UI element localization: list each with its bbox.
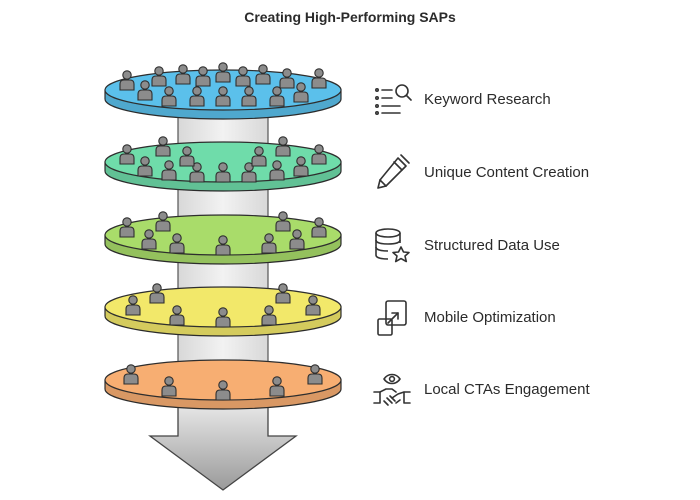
person-icon	[179, 146, 195, 167]
label-structured-data-use: Structured Data Use	[424, 237, 560, 254]
person-icon	[195, 66, 211, 87]
person-icon	[137, 80, 153, 101]
label-local-ctas-engagement: Local CTAs Engagement	[424, 381, 590, 398]
person-icon	[119, 144, 135, 165]
person-icon	[123, 364, 139, 385]
person-icon	[305, 295, 321, 316]
person-icon	[275, 211, 291, 232]
person-icon	[275, 283, 291, 304]
person-icon	[161, 376, 177, 397]
person-icon	[293, 156, 309, 177]
person-icon	[119, 70, 135, 91]
label-mobile-optimization: Mobile Optimization	[424, 309, 556, 326]
person-icon	[169, 233, 185, 254]
label-keyword-research: Keyword Research	[424, 91, 551, 108]
person-icon	[215, 380, 231, 401]
person-icon	[215, 162, 231, 183]
person-icon	[261, 233, 277, 254]
person-icon	[155, 136, 171, 157]
person-icon	[293, 82, 309, 103]
person-icon	[235, 66, 251, 87]
person-icon	[311, 68, 327, 89]
eye-handshake-icon	[373, 373, 411, 406]
down-arrow	[148, 397, 298, 491]
person-icon	[189, 86, 205, 107]
person-icon	[269, 160, 285, 181]
person-icon	[307, 364, 323, 385]
person-icon	[119, 217, 135, 238]
person-icon	[241, 162, 257, 183]
person-icon	[137, 156, 153, 177]
person-icon	[151, 66, 167, 87]
person-icon	[215, 62, 231, 83]
person-icon	[155, 211, 171, 232]
person-icon	[161, 160, 177, 181]
person-icon	[255, 64, 271, 85]
person-icon	[269, 376, 285, 397]
pen-icon	[377, 154, 410, 189]
person-icon	[169, 305, 185, 326]
person-icon	[215, 307, 231, 328]
person-icon	[251, 146, 267, 167]
person-icon	[189, 162, 205, 183]
person-icon	[175, 64, 191, 85]
database-star-icon	[375, 228, 410, 263]
person-icon	[149, 283, 165, 304]
search-list-icon	[374, 84, 412, 115]
person-icon	[215, 86, 231, 107]
person-icon	[279, 68, 295, 89]
person-icon	[269, 86, 285, 107]
disk-keyword-research	[104, 62, 342, 120]
person-icon	[215, 235, 231, 256]
person-icon	[141, 229, 157, 250]
person-icon	[289, 229, 305, 250]
mobile-resize-icon	[377, 300, 407, 336]
disk-unique-content-creation	[104, 136, 342, 192]
disk-mobile-optimization	[104, 283, 342, 337]
person-icon	[275, 136, 291, 157]
person-icon	[311, 217, 327, 238]
disk-local-ctas-engagement	[104, 359, 342, 410]
disk-structured-data-use	[104, 211, 342, 265]
diagram-title: Creating High-Performing SAPs	[244, 9, 456, 25]
label-unique-content-creation: Unique Content Creation	[424, 164, 590, 181]
person-icon	[311, 144, 327, 165]
person-icon	[161, 86, 177, 107]
person-icon	[241, 86, 257, 107]
person-icon	[125, 295, 141, 316]
person-icon	[261, 305, 277, 326]
